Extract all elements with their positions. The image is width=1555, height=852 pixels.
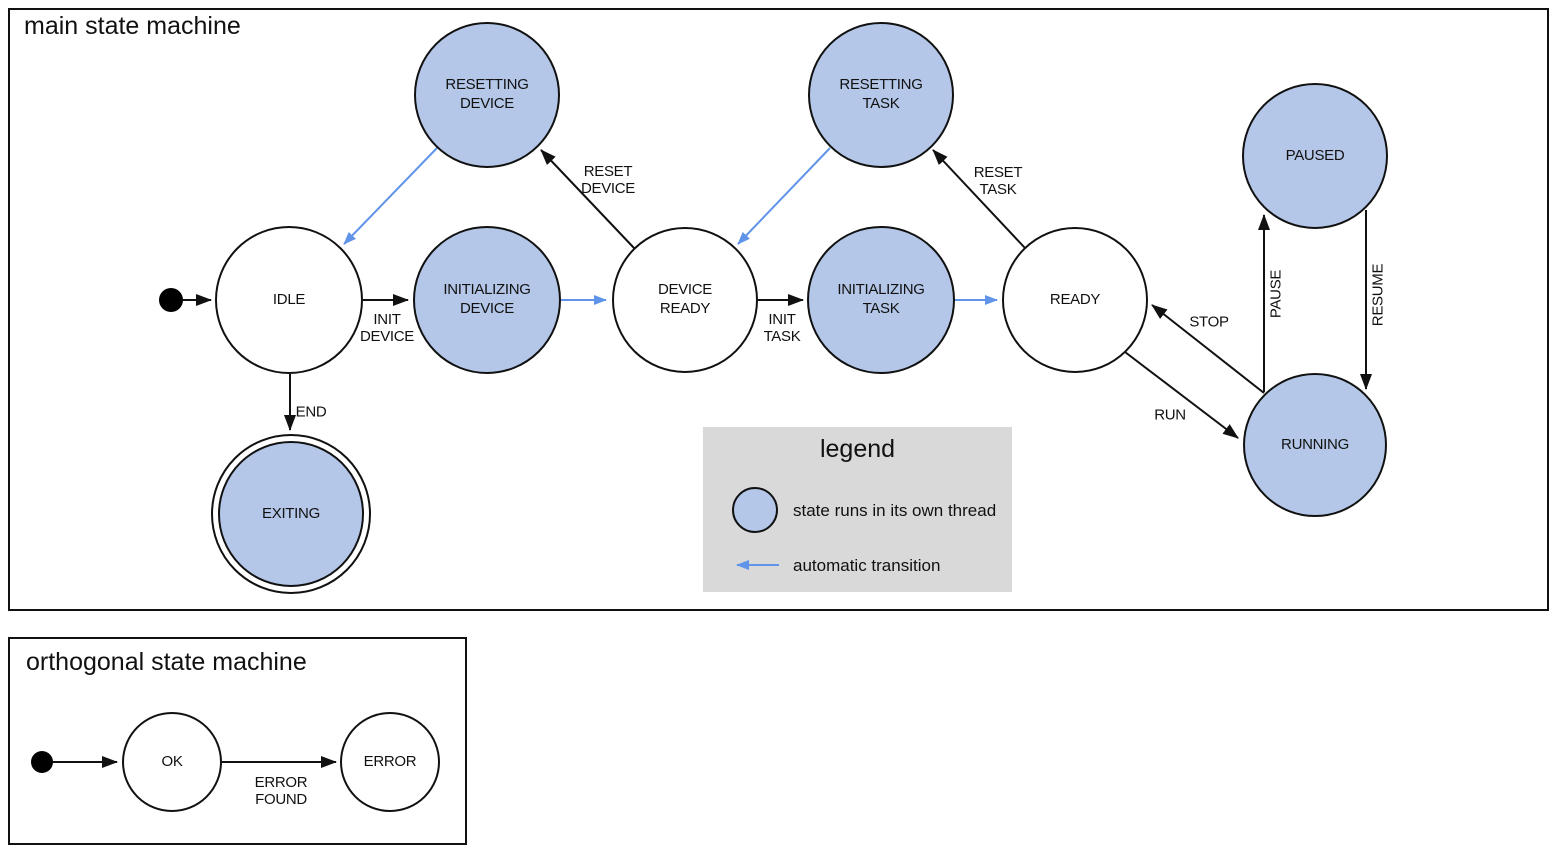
state-resetting-device: RESETTING DEVICE — [414, 22, 560, 168]
transition-label-run: RUN — [1154, 406, 1186, 424]
legend-item-threaded-label: state runs in its own thread — [793, 501, 997, 520]
legend-box: legend state runs in its own thread auto… — [703, 427, 1012, 592]
legend-title: legend — [819, 435, 896, 463]
state-label: INITIALIZING DEVICE — [443, 281, 531, 317]
orthogonal-state-machine-panel — [8, 637, 467, 845]
transition-label-init-task: INIT TASK — [763, 310, 801, 345]
state-label: READY — [1049, 290, 1101, 308]
legend-item-auto-transition-label: automatic transition — [793, 556, 941, 575]
state-label: DEVICE READY — [657, 281, 713, 317]
orthogonal-machine-title: orthogonal state machine — [26, 648, 307, 676]
transition-label-error-found: ERROR FOUND — [254, 773, 308, 808]
transition-label-stop: STOP — [1189, 313, 1229, 331]
state-exiting-final-ring: EXITING — [211, 434, 371, 594]
state-exiting: EXITING — [218, 441, 364, 587]
state-label: IDLE — [272, 290, 306, 308]
state-label: EXITING — [262, 504, 320, 522]
initial-state-dot-orthogonal — [31, 751, 53, 773]
state-label: RUNNING — [1281, 435, 1349, 453]
state-initializing-device: INITIALIZING DEVICE — [413, 226, 561, 374]
threaded-state-swatch-icon — [732, 487, 778, 533]
transition-label-end: END — [295, 403, 327, 421]
main-machine-title: main state machine — [24, 12, 241, 40]
state-running: RUNNING — [1243, 373, 1387, 517]
transition-label-resume: RESUME — [1369, 263, 1387, 327]
state-ready: READY — [1002, 227, 1148, 373]
state-label: PAUSED — [1285, 146, 1345, 164]
state-label: ERROR — [363, 752, 417, 770]
state-initializing-task: INITIALIZING TASK — [807, 226, 955, 374]
transition-label-pause: PAUSE — [1267, 269, 1285, 319]
state-resetting-task: RESETTING TASK — [808, 22, 954, 168]
state-label: RESETTING TASK — [839, 76, 923, 112]
state-paused: PAUSED — [1242, 83, 1388, 229]
main-state-machine-panel — [8, 8, 1549, 611]
initial-state-dot-main — [159, 288, 183, 312]
state-error: ERROR — [340, 712, 440, 812]
state-idle: IDLE — [215, 226, 363, 374]
transition-label-reset-device: RESET DEVICE — [580, 162, 636, 197]
transition-label-reset-task: RESET TASK — [973, 163, 1023, 198]
state-device-ready: DEVICE READY — [612, 227, 758, 373]
state-label: INITIALIZING TASK — [837, 281, 925, 317]
state-label: RESETTING DEVICE — [445, 76, 529, 112]
state-ok: OK — [122, 712, 222, 812]
state-label: OK — [161, 752, 183, 770]
transition-label-init-device: INIT DEVICE — [359, 310, 415, 345]
